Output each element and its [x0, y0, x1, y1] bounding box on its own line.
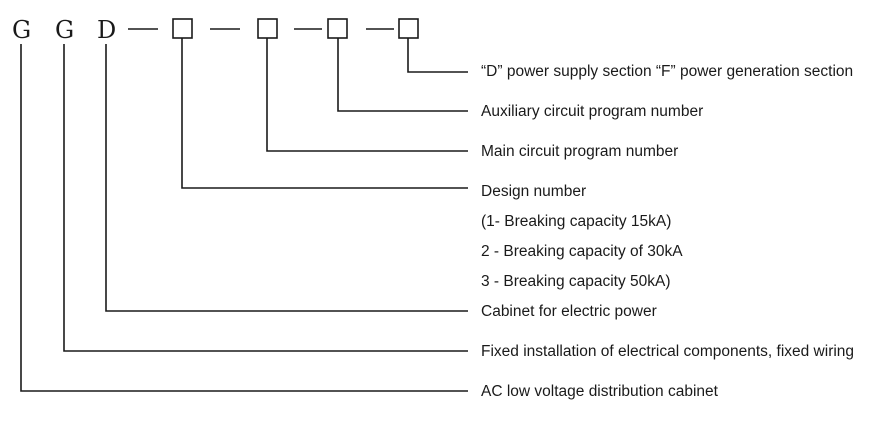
desc-auxiliary-circuit: Auxiliary circuit program number	[481, 103, 703, 120]
desc-design-number: Design number	[481, 183, 586, 200]
leader-line-fixed-installation	[63, 44, 468, 352]
leader-line-cabinet-power	[105, 44, 468, 312]
leader-line-main	[266, 38, 468, 152]
leader-line-auxiliary	[337, 38, 468, 112]
leader-line-design	[181, 38, 468, 189]
desc-ac-cabinet: AC low voltage distribution cabinet	[481, 383, 719, 400]
code-letter-g2: G	[55, 16, 74, 44]
leader-line-section	[407, 38, 468, 73]
code-box-section	[398, 18, 419, 39]
desc-cabinet-power: Cabinet for electric power	[481, 303, 657, 320]
desc-capacity-1: (1- Breaking capacity 15kA)	[481, 213, 671, 230]
desc-section: “D” power supply section “F” power gener…	[481, 63, 853, 80]
code-box-main-circuit	[257, 18, 278, 39]
desc-main-circuit: Main circuit program number	[481, 143, 678, 160]
desc-capacity-3: 3 - Breaking capacity 50kA)	[481, 273, 671, 290]
desc-capacity-2: 2 - Breaking capacity of 30kA	[481, 243, 683, 260]
leader-line-ac-cabinet	[20, 44, 468, 392]
desc-fixed-installation: Fixed installation of electrical compone…	[481, 343, 854, 360]
code-letter-d: D	[97, 16, 116, 44]
code-box-design-number	[172, 18, 193, 39]
code-box-auxiliary-circuit	[327, 18, 348, 39]
code-letter-g1: G	[12, 16, 31, 44]
